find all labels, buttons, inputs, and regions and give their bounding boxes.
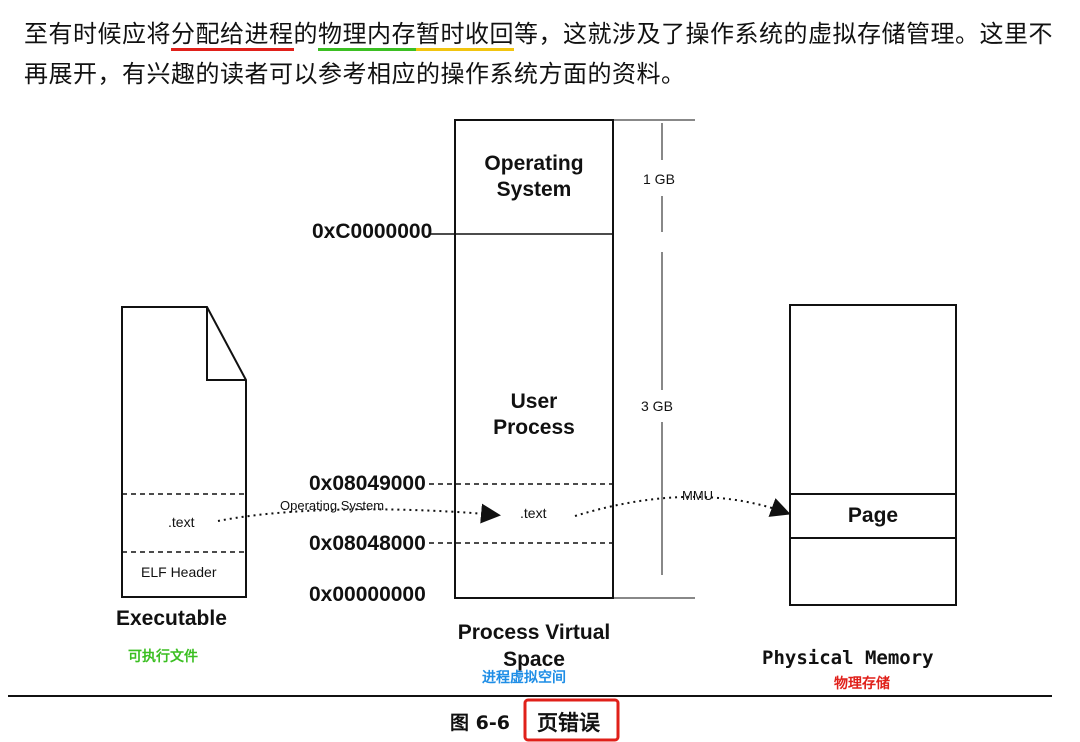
physical-memory-block xyxy=(789,304,957,606)
para-text-3: 等，这就涉及了操作系统的虚拟存储管理。这里不再展开，有兴趣的读者可以参考相应的操… xyxy=(24,20,1053,88)
arrow-virtual-to-physical xyxy=(574,495,791,517)
exec-caption-cn: 可执行文件 xyxy=(128,649,198,665)
virtual-caption-2: Space xyxy=(503,648,565,671)
virtual-caption-cn: 进程虚拟空间 xyxy=(482,670,566,686)
physical-caption: Physical Memory xyxy=(762,647,934,669)
addr-08048000: 0x08048000 xyxy=(309,532,426,555)
figure-title: 页错误 xyxy=(537,711,600,735)
user-line-1: User xyxy=(510,390,558,413)
highlight-green: 物理内存 xyxy=(318,20,416,51)
exec-elf-header: ELF Header xyxy=(141,564,217,580)
arrow-right-label: MMU xyxy=(682,488,714,503)
addr-08049000: 0x08049000 xyxy=(309,472,426,495)
user-block-label: User Process xyxy=(455,389,613,441)
exec-text-section: .text xyxy=(168,514,195,530)
figure-number: 图 6-6 xyxy=(450,712,510,734)
highlight-red: 分配给进程 xyxy=(171,20,294,51)
size-3gb: 3 GB xyxy=(641,398,673,414)
intro-paragraph: 至有时候应将分配给进程的物理内存暂时收回等，这就涉及了操作系统的虚拟存储管理。这… xyxy=(24,14,1064,94)
para-text-2: 的 xyxy=(293,20,318,48)
physical-caption-cn: 物理存储 xyxy=(834,676,890,692)
page-label: Page xyxy=(847,504,899,527)
user-line-2: Process xyxy=(493,416,575,439)
highlight-yellow: 暂时收回 xyxy=(416,20,514,51)
virtual-caption-1: Process Virtual xyxy=(457,621,611,644)
virtual-text-section: .text xyxy=(520,505,547,521)
os-block-label: Operating System xyxy=(455,151,613,203)
addr-00000000: 0x00000000 xyxy=(309,583,426,606)
addr-c0000000: 0xC0000000 xyxy=(312,220,433,243)
arrow-left-label: Operating System xyxy=(280,498,385,513)
os-line-2: System xyxy=(496,178,572,201)
exec-caption: Executable xyxy=(116,607,227,630)
caption-highlight-box xyxy=(523,698,620,742)
os-line-1: Operating xyxy=(484,152,584,175)
para-text-1: 至有时候应将 xyxy=(24,20,171,48)
virtual-caption: Process Virtual Space xyxy=(430,619,638,673)
executable-file xyxy=(121,306,247,598)
size-1gb: 1 GB xyxy=(643,171,675,187)
